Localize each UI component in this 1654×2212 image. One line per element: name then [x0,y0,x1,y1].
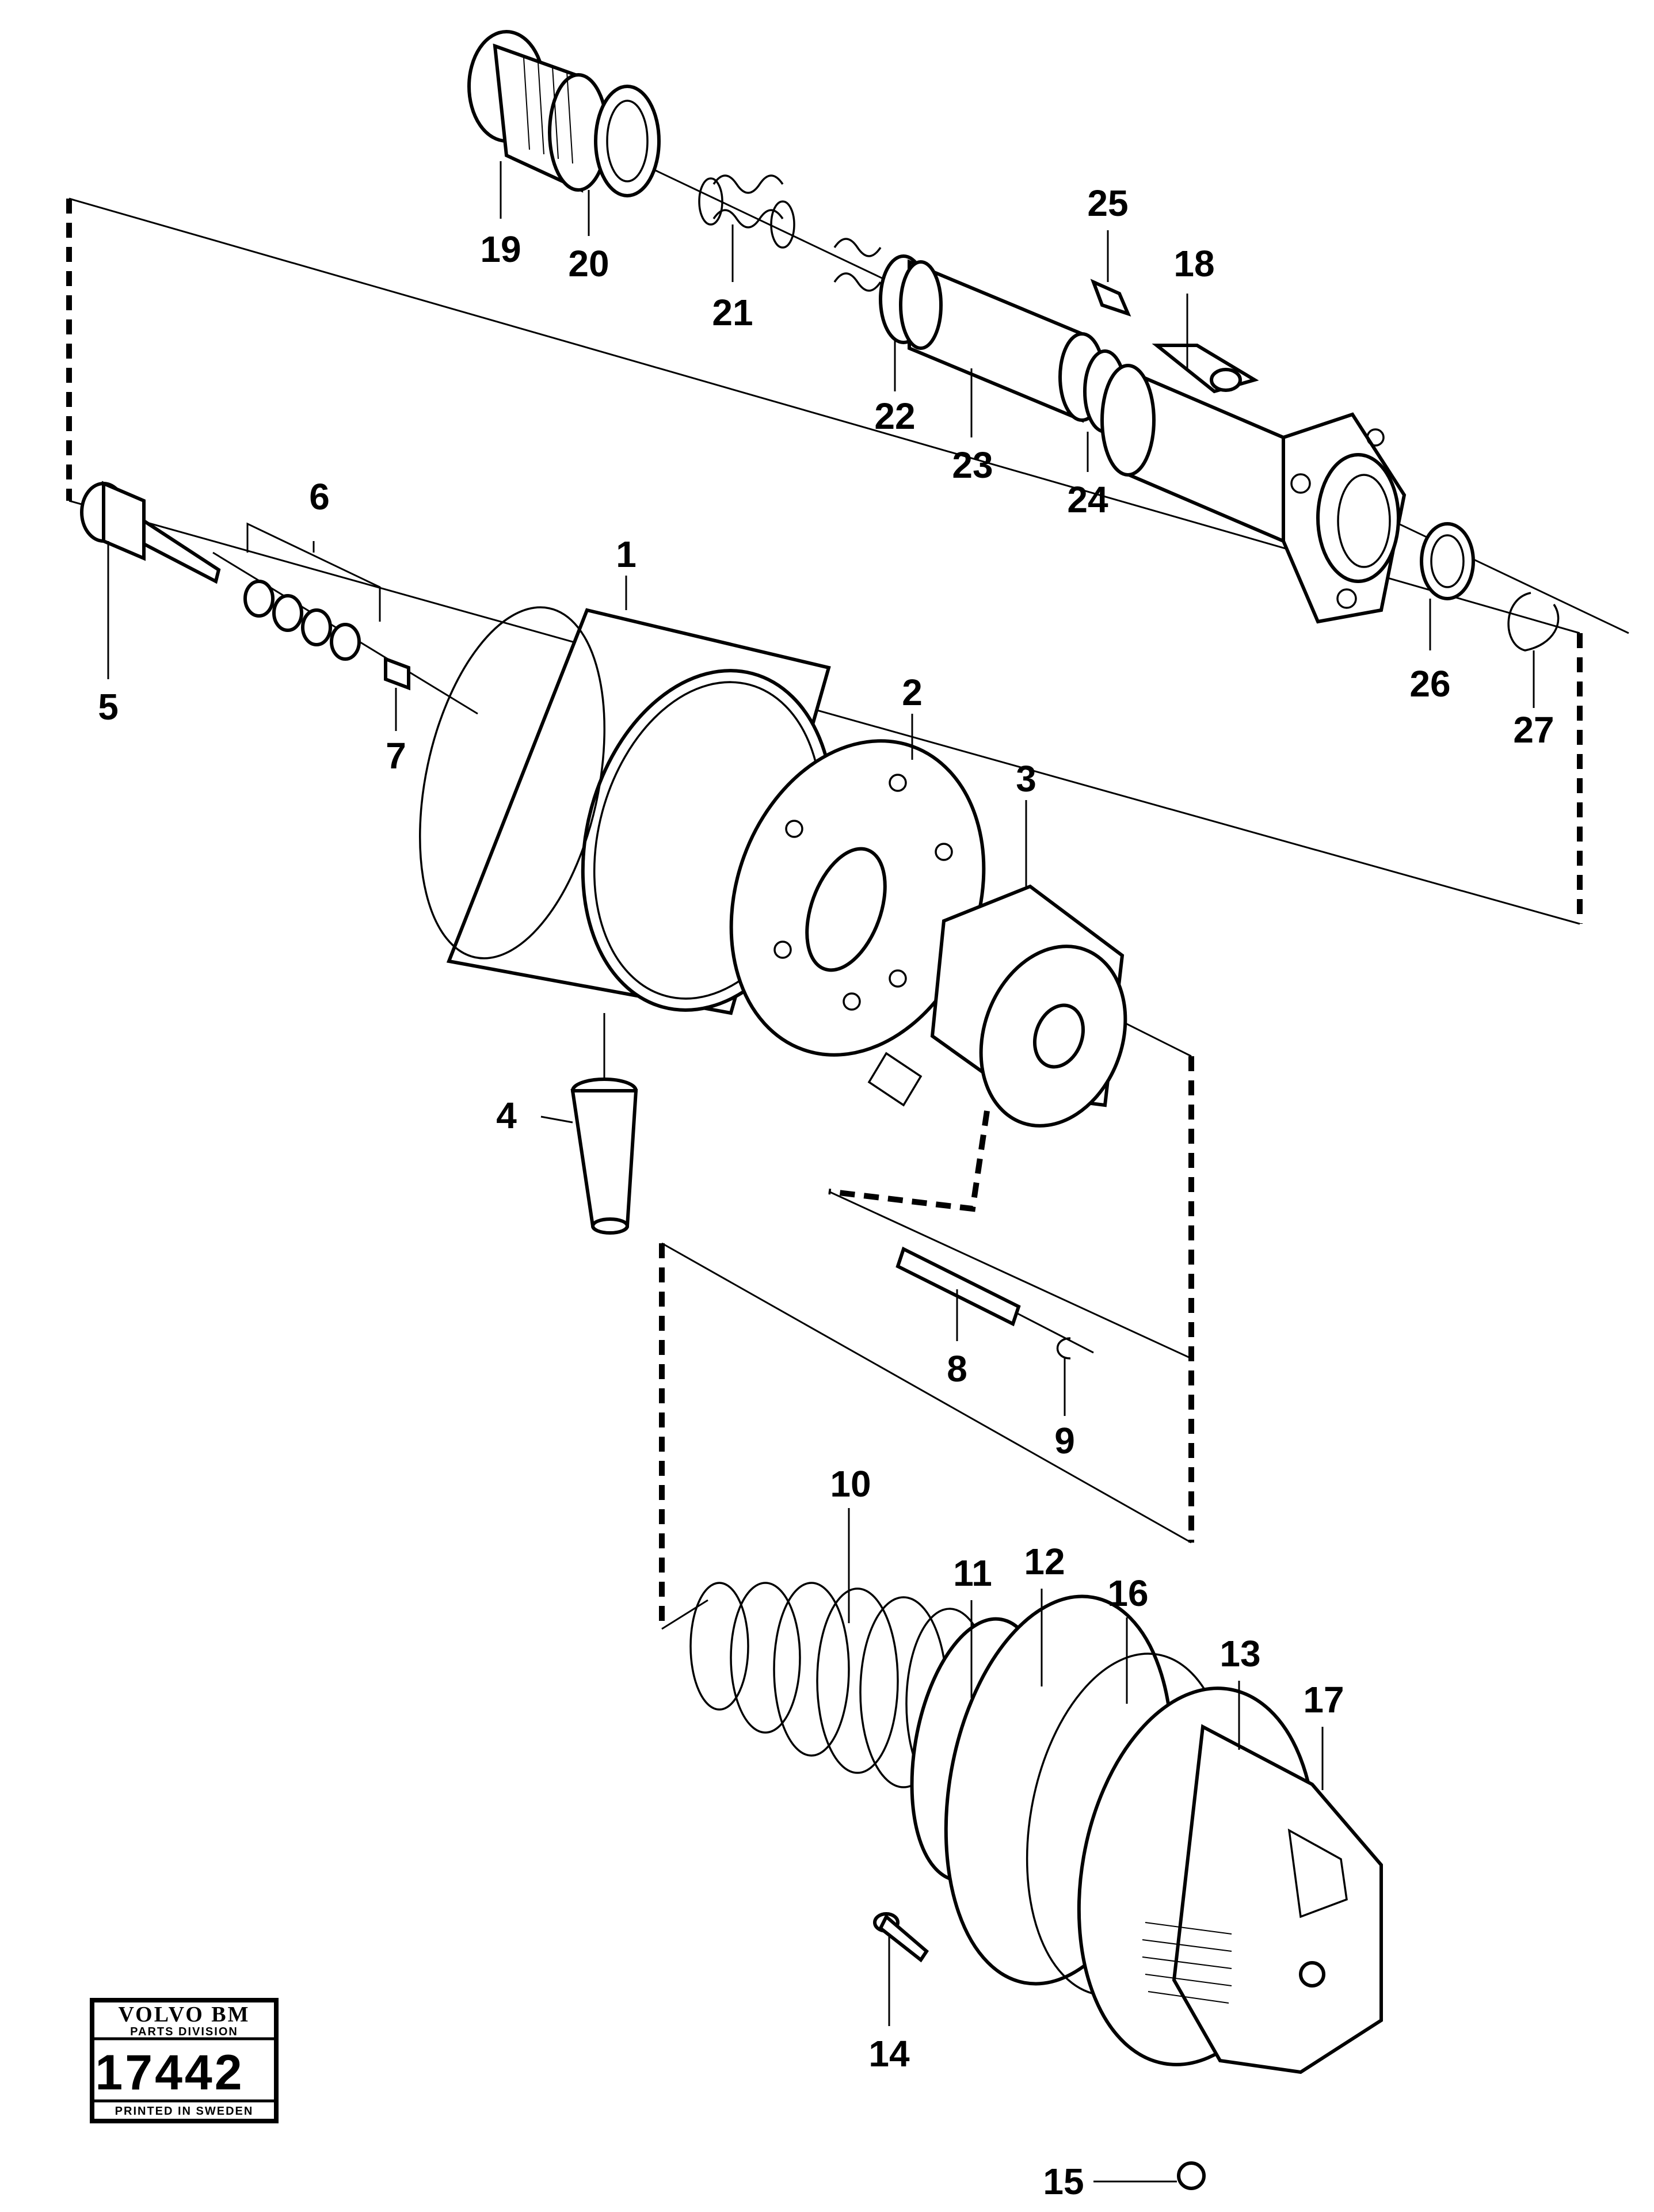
callout-labels: 1 2 3 4 5 6 7 8 9 10 11 12 16 13 17 14 1… [98,182,1554,2202]
callout-9: 9 [1054,1420,1075,1461]
callout-13: 13 [1219,1633,1260,1674]
part-25-bleed-nipple [1090,279,1131,317]
part-15-nut [1177,2161,1206,2190]
callout-16: 16 [1107,1573,1148,1614]
part-17-cover [1142,1724,1383,2074]
part-23-piston [899,259,1106,423]
callout-18: 18 [1173,243,1214,284]
part-6-washers [243,522,381,661]
part-7-bushing [384,656,410,691]
callout-11: 11 [953,1552,992,1594]
callout-14: 14 [868,2033,910,2074]
stamp-brand: VOLVO BM [118,2002,250,2027]
callout-6: 6 [309,476,330,517]
callout-2: 2 [902,672,923,713]
callout-26: 26 [1409,663,1450,705]
callout-21: 21 [712,292,753,333]
callout-4: 4 [496,1095,517,1136]
callout-1: 1 [616,534,637,575]
part-21-spring [698,174,882,292]
part-5-push-rod [80,481,221,584]
part-19-threaded-plug [467,30,609,193]
callout-24: 24 [1067,479,1108,520]
part-14-bolt [873,1912,929,1963]
leader-lines [107,161,1535,2183]
part-27-circlip [1507,592,1560,652]
callout-10: 10 [830,1463,871,1505]
part-18-cylinder-housing [1100,344,1407,624]
callout-5: 5 [98,686,119,728]
callout-19: 19 [480,229,521,270]
part-9-clip [1056,1337,1071,1360]
callout-7: 7 [386,735,406,776]
part-3-cylinder-head [867,884,1127,1128]
callout-12: 12 [1024,1541,1065,1582]
callout-22: 22 [874,395,915,437]
stamp-division: PARTS DIVISION [130,2026,238,2038]
part-4-boot [570,1078,638,1235]
stamp-printed: PRINTED IN SWEDEN [115,2105,254,2118]
callout-20: 20 [568,243,609,284]
callout-23: 23 [952,444,993,486]
callout-25: 25 [1087,182,1128,224]
stamp-number: 17442 [95,2045,244,2100]
part-20-sealing-ring [594,85,661,197]
part-26-ring [1420,522,1475,600]
callout-8: 8 [947,1348,967,1389]
callout-27: 27 [1513,709,1554,751]
callout-15: 15 [1043,2161,1084,2202]
callout-3: 3 [1016,758,1036,799]
part-8-pin [895,1246,1021,1327]
callout-17: 17 [1303,1679,1344,1720]
parts-division-stamp: VOLVO BM PARTS DIVISION 17442 PRINTED IN… [90,1998,279,2123]
